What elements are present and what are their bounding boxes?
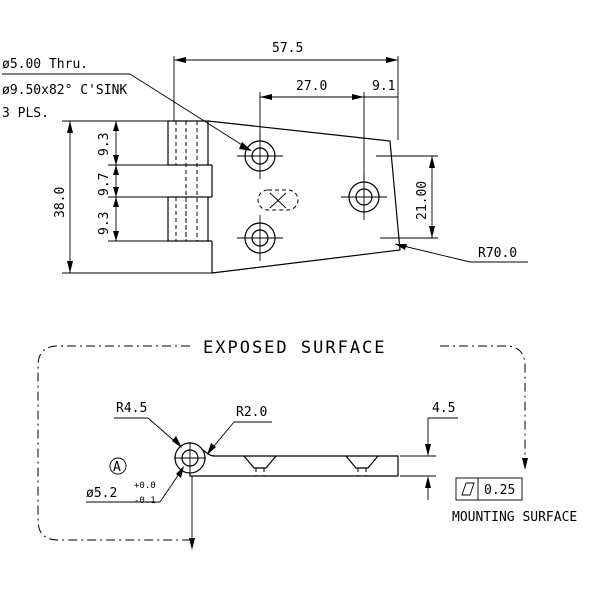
hole-note-qty: 3 PLS. [2,106,49,121]
hole-note-arrowhead [239,142,252,151]
top-view: ø5.00 Thru. ø9.50x82° C'SINK 3 PLS. [2,41,528,274]
pin-tol-upper: +0.0 [134,481,156,491]
exposed-surface-title: EXPOSED SURFACE [203,338,387,358]
dim-segment-middle: 9.7 [97,173,112,196]
hole-note-leader [129,73,251,151]
dim-hole-spacing: 27.0 [296,79,327,94]
flatness-callout: 0.25 [455,477,523,501]
side-view: EXPOSED SURFACE R4.5 R2.0 4.5 [37,338,577,550]
exposed-surface-boundary [37,345,192,541]
dim-segment-top: 9.3 [97,133,112,156]
thickness-label: 4.5 [432,401,455,416]
csink-hole-lower [237,215,283,261]
fillet-radius-label: R2.0 [236,405,267,420]
flatness-value: 0.25 [484,483,515,498]
dim-hole-pitch: 21.00 [415,181,430,220]
dim-overall-length: 57.5 [272,41,303,56]
datum-label: A [113,460,121,475]
knuckle-radius-label: R4.5 [116,401,147,416]
mounting-surface-label: MOUNTING SURFACE [452,510,577,525]
datum-circle [109,457,127,475]
dim-height: 38.0 [53,187,68,218]
dim-edge-offset: 9.1 [372,79,395,94]
dim-edge-radius: R70.0 [478,246,517,261]
hidden-slot [257,189,299,211]
hole-note-csink: ø9.50x82° C'SINK [2,83,127,98]
pin-dia-label: ø5.2 [86,486,117,501]
knuckle-outline [167,120,213,273]
plate-outline [207,120,401,274]
csink-hole-upper [237,133,283,179]
hole-note-thru: ø5.00 Thru. [2,57,88,72]
pin-tol-lower: -0.1 [134,496,156,506]
hinge-side-profile [174,442,399,477]
csink-hole-right [341,174,387,220]
dim-segment-bottom: 9.3 [97,212,112,235]
